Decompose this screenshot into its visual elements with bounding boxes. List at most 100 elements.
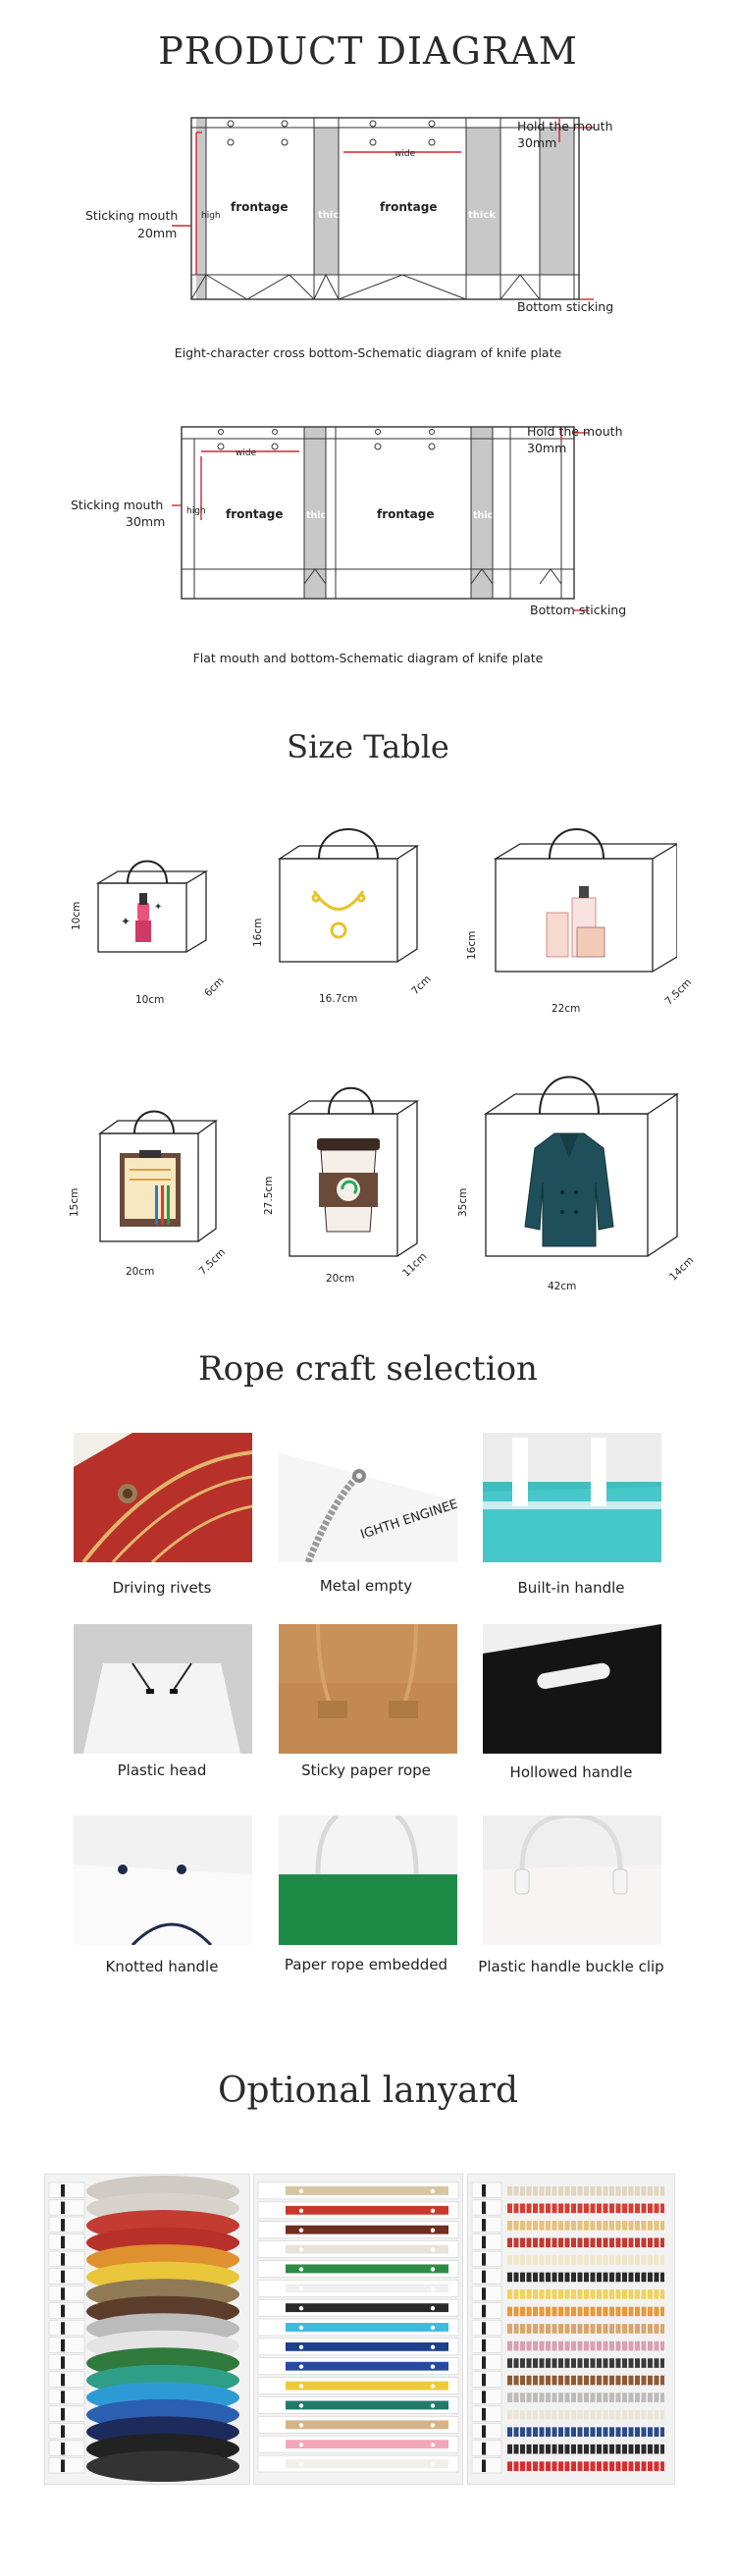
size-3-width: 22cm xyxy=(552,1003,581,1015)
cord-card xyxy=(471,2302,502,2319)
rivet-photo xyxy=(74,1433,252,1562)
ribbon-card xyxy=(48,2182,85,2198)
coat-icon xyxy=(524,1132,614,1247)
ribbon-card xyxy=(48,2250,85,2267)
knife-plate-diagram-2: high frontage frontage thick thick wide xyxy=(172,426,589,611)
cord-card xyxy=(471,2337,502,2353)
cord-tie xyxy=(482,2287,486,2300)
cord-card xyxy=(471,2389,502,2405)
size-4-width: 20cm xyxy=(126,1266,155,1278)
cord-tie xyxy=(482,2253,486,2266)
paper-strip-swatch xyxy=(286,2400,448,2410)
ribbon-tie xyxy=(61,2235,65,2249)
cord-card xyxy=(471,2285,502,2301)
strip-hole xyxy=(430,2443,436,2447)
strip-hole xyxy=(298,2344,304,2350)
ribbon-card xyxy=(48,2268,85,2285)
strip-hole xyxy=(298,2267,304,2272)
paper-strip-swatch xyxy=(286,2284,448,2293)
wide-label: wide xyxy=(394,149,416,159)
strip-hole xyxy=(298,2423,304,2428)
ribbon-card xyxy=(48,2371,85,2388)
cord-card xyxy=(471,2371,502,2388)
plastic-head-photo xyxy=(74,1624,252,1754)
cord-tie xyxy=(482,2442,486,2455)
strip-hole xyxy=(298,2287,304,2291)
strip-hole xyxy=(430,2188,436,2194)
cord-card xyxy=(471,2319,502,2337)
strip-hole xyxy=(298,2384,304,2389)
ribbon-tie xyxy=(61,2407,65,2421)
ribbon-tie xyxy=(61,2339,65,2352)
cord-tie xyxy=(482,2184,486,2197)
craft-label: Sticky paper rope xyxy=(301,1761,431,1779)
ribbon-card xyxy=(48,2285,85,2301)
cosmetics-icon xyxy=(546,886,605,958)
paper-strip-swatch xyxy=(286,2459,448,2468)
cord-tie xyxy=(482,2459,486,2472)
craft-label: Metal empty xyxy=(319,1577,413,1595)
high-label: high xyxy=(186,506,206,516)
coffee-cup-icon xyxy=(317,1138,380,1233)
ribbon-card xyxy=(48,2440,85,2456)
paper-strip-swatch xyxy=(286,2361,448,2371)
size-3-height: 16cm xyxy=(466,930,478,960)
thick-label: thick xyxy=(318,210,345,221)
cord-tie xyxy=(482,2356,486,2369)
strip-hole xyxy=(298,2461,304,2467)
craft-label: Plastic handle buckle clip xyxy=(478,1958,664,1975)
cord-tie xyxy=(482,2322,486,2335)
ribbon-card xyxy=(48,2199,85,2216)
frontage-label: frontage xyxy=(226,507,284,521)
thick-label: thick xyxy=(473,510,499,521)
ribbon-card xyxy=(48,2405,85,2422)
ribbon-tie xyxy=(61,2322,65,2335)
cord-swatch-panel xyxy=(467,2174,675,2485)
strip-hole xyxy=(430,2344,436,2350)
craft-label: Knotted handle xyxy=(105,1958,219,1975)
cord-card xyxy=(471,2457,502,2474)
strip-hole xyxy=(298,2325,304,2331)
strip-hole xyxy=(298,2305,304,2311)
paper-strip-swatch xyxy=(286,2381,448,2391)
size-2-height: 16cm xyxy=(252,918,264,947)
paper-strip-swatch xyxy=(286,2186,448,2195)
bag-size-2 xyxy=(277,828,420,963)
ribbon-card xyxy=(48,2216,85,2233)
strip-hole xyxy=(430,2247,436,2252)
paper-strip-swatch-panel xyxy=(253,2174,463,2485)
thick-label: thick xyxy=(306,510,333,521)
frontage-label: frontage xyxy=(231,200,289,214)
ribbon-tie xyxy=(61,2253,65,2266)
strip-hole xyxy=(430,2267,436,2272)
strip-hole xyxy=(298,2208,304,2213)
optional-lanyard-title: Optional lanyard xyxy=(217,2071,519,2111)
buckle-clip-photo xyxy=(483,1815,661,1945)
diagram-2-caption: Flat mouth and bottom-Schematic diagram … xyxy=(192,651,544,665)
ribbon-tie xyxy=(61,2270,65,2284)
strip-hole xyxy=(430,2364,436,2369)
ribbon-card xyxy=(48,2354,85,2371)
cord-card xyxy=(471,2354,502,2371)
rope-craft-title: Rope craft selection xyxy=(198,1349,538,1389)
ribbon-tie xyxy=(61,2459,65,2472)
cord-card xyxy=(471,2250,502,2267)
ribbon-tie xyxy=(61,2304,65,2318)
embedded-rope-photo xyxy=(279,1815,457,1945)
ribbon-card xyxy=(48,2302,85,2319)
bag-size-4 xyxy=(97,1110,219,1242)
ribbon-tie xyxy=(61,2442,65,2455)
cord-tie xyxy=(482,2425,486,2438)
cord-card xyxy=(471,2423,502,2440)
wide-label: wide xyxy=(236,448,257,458)
paper-strip-swatch xyxy=(286,2440,448,2449)
hold-mouth-mm: 30mm xyxy=(527,441,567,455)
metal-eyelet-photo: IGHTH ENGINEERING xyxy=(279,1433,457,1562)
cord-card xyxy=(471,2405,502,2422)
size-table-title: Size Table xyxy=(287,728,449,765)
strip-hole xyxy=(298,2228,304,2233)
ribbon-card xyxy=(48,2337,85,2353)
cord-card xyxy=(471,2234,502,2250)
knife-plate-diagram-1: high frontage frontage thick thick wide xyxy=(172,117,594,300)
frontage-label: frontage xyxy=(377,507,435,521)
